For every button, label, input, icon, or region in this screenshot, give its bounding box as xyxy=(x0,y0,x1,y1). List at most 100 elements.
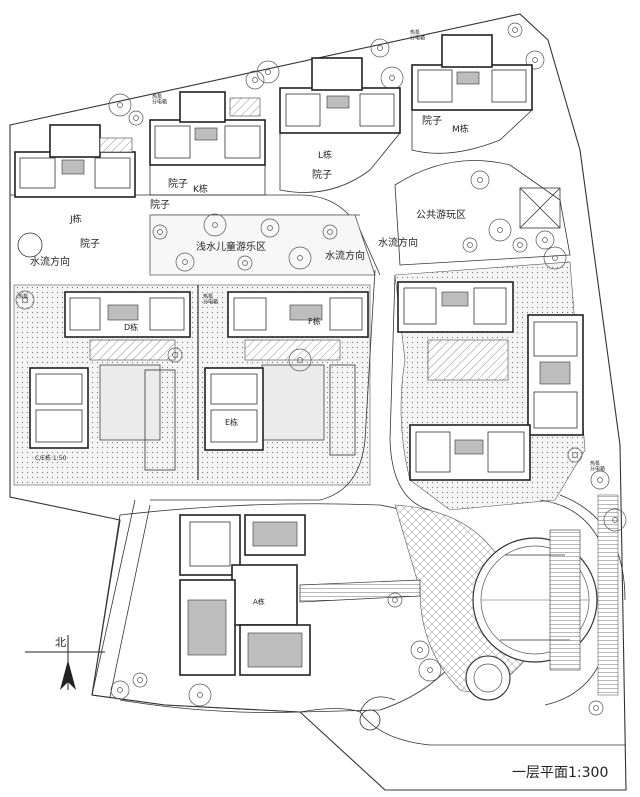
tree-trunk xyxy=(427,667,433,673)
label-courtyard-m: 院子 xyxy=(422,114,442,127)
tree-trunk xyxy=(197,692,203,698)
tree-trunk xyxy=(593,705,599,711)
plan-title: 一层平面1:300 xyxy=(512,765,608,781)
tree-trunk xyxy=(517,242,523,248)
tree-trunk xyxy=(212,222,218,228)
tree-trunk xyxy=(377,45,383,51)
tree-symbol xyxy=(512,237,528,253)
villa-right-b xyxy=(527,314,584,436)
tree-symbol xyxy=(152,224,168,240)
tree-trunk xyxy=(542,237,548,243)
tree-trunk xyxy=(392,597,398,603)
tree-symbol xyxy=(167,347,183,363)
tree-trunk xyxy=(572,452,578,458)
label-a: A栋 xyxy=(253,597,265,606)
label-water-flow-3: 水流方向 xyxy=(378,236,418,249)
tree-symbol xyxy=(525,50,545,70)
tree-symbol xyxy=(245,70,265,90)
label-f: F栋 xyxy=(308,316,321,326)
north-arrow: 北 xyxy=(25,635,105,690)
label-e: E栋 xyxy=(225,417,238,427)
tree-symbol xyxy=(470,170,490,190)
label-panel-right-mid: 热泵分电箱 xyxy=(590,460,605,473)
label-panel-top-right: 热泵分电箱 xyxy=(410,29,425,42)
labels: J栋 K栋 L栋 M栋 D栋 E栋 F栋 C/E栋 1:50 A栋 院子 院子 … xyxy=(18,29,605,606)
label-courtyard-j2: 院子 xyxy=(150,198,170,211)
tree-trunk xyxy=(297,255,303,261)
tree-symbol xyxy=(603,508,627,532)
tree-trunk xyxy=(157,229,163,235)
trees-misc xyxy=(15,22,627,700)
tree-symbol xyxy=(108,93,132,117)
villa-m xyxy=(411,34,533,111)
tree-trunk xyxy=(612,517,618,523)
label-panel-center: 热泵分电箱 xyxy=(203,293,218,306)
tree-trunk xyxy=(552,255,558,261)
tree-trunk xyxy=(467,242,473,248)
label-courtyard-l: 院子 xyxy=(312,168,332,181)
tree-symbol xyxy=(175,252,195,272)
villa-k xyxy=(149,91,266,166)
tree-trunk xyxy=(477,177,483,183)
tree-trunk xyxy=(182,259,188,265)
label-courtyard-j: 院子 xyxy=(80,237,100,250)
tree-trunk xyxy=(512,27,518,33)
label-panel-left: 热泵 xyxy=(18,293,28,300)
tree-symbol xyxy=(203,213,227,237)
tree-trunk xyxy=(133,115,139,121)
villa-j xyxy=(14,124,136,198)
tree-symbol xyxy=(237,255,253,271)
villa-l xyxy=(279,57,401,134)
bridge xyxy=(299,579,421,603)
tree-symbol xyxy=(370,38,390,58)
villa-right-c xyxy=(409,424,531,481)
tree-symbol xyxy=(110,680,130,700)
label-water-flow-1: 水流方向 xyxy=(30,255,70,268)
tree-symbol xyxy=(322,224,338,240)
tree-symbol xyxy=(288,246,312,270)
tree-symbol xyxy=(535,230,555,250)
tree-trunk xyxy=(172,352,178,358)
tree-trunk xyxy=(327,229,333,235)
villa-right-a xyxy=(397,281,514,333)
tree-symbol xyxy=(590,470,610,490)
tree-symbol xyxy=(507,22,523,38)
tree-trunk xyxy=(242,260,248,266)
tree-symbol xyxy=(387,592,403,608)
tree-trunk xyxy=(597,477,603,483)
tree-trunk xyxy=(22,297,28,303)
tree-symbol xyxy=(418,658,442,682)
tree-symbol xyxy=(15,290,35,310)
label-k: K栋 xyxy=(193,183,208,195)
tree-trunk xyxy=(417,647,423,653)
north-label: 北 xyxy=(55,636,66,649)
villa-f xyxy=(204,291,369,451)
label-m: M栋 xyxy=(452,123,469,135)
central-road xyxy=(150,269,376,501)
label-l: L栋 xyxy=(318,149,332,161)
tree-symbol xyxy=(260,218,280,238)
label-courtyard-k: 院子 xyxy=(168,177,188,190)
villa-a xyxy=(179,514,311,676)
tree-trunk xyxy=(117,102,123,108)
tree-symbol xyxy=(128,110,144,126)
tree-trunk xyxy=(267,225,273,231)
tree-trunk xyxy=(497,227,503,233)
tree-symbol xyxy=(256,60,280,84)
tree-symbol xyxy=(543,246,567,270)
tree-trunk xyxy=(252,77,258,83)
label-ce: C/E栋 1:50 xyxy=(35,454,67,462)
tree-trunk xyxy=(117,687,123,693)
tree-symbol xyxy=(588,700,604,716)
tree-symbol xyxy=(462,237,478,253)
label-j: J栋 xyxy=(69,213,82,225)
label-water-flow-2: 水流方向 xyxy=(325,249,365,262)
label-panel-k: 热泵分电箱 xyxy=(152,93,167,106)
tree-trunk xyxy=(297,357,303,363)
tree-symbol xyxy=(188,683,212,707)
label-kids-water-play: 浅水儿童游乐区 xyxy=(196,240,266,253)
tree-symbol xyxy=(488,218,512,242)
tree-symbol xyxy=(132,672,148,688)
tree-trunk xyxy=(389,75,395,81)
tree-symbol xyxy=(567,447,583,463)
